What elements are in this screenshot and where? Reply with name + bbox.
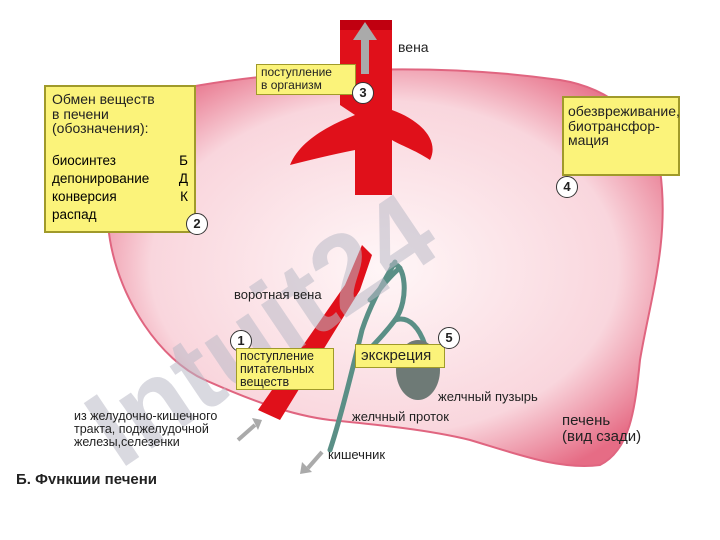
detox-label: обезвреживание, биотрансфор- мация: [568, 103, 680, 149]
legend-row-biosynthesis: биосинтез Б: [52, 153, 188, 168]
intestine-label: кишечник: [328, 447, 386, 462]
excretion-label: экскреция: [361, 347, 432, 364]
legend-row-conversion: конверсия К: [52, 189, 188, 204]
outflow-arrow: [353, 22, 377, 74]
legend-row-deposition: депонирование Д: [52, 171, 188, 186]
nutrients-label: поступление питательных веществ: [240, 349, 315, 390]
legend-name: распад: [52, 207, 97, 222]
liver-view-label: печень (вид сзади): [562, 412, 642, 445]
legend-name: депонирование: [52, 171, 150, 186]
intestine-arrow: [300, 450, 324, 474]
detox-box: обезвреживание, биотрансфор- мация: [562, 96, 680, 176]
metabolism-title: Обмен веществ в печени (обозначения):: [52, 91, 155, 137]
legend-row-breakdown: распад: [52, 207, 188, 222]
excretion-box: экскреция: [355, 344, 445, 368]
metabolism-legend-box: Обмен веществ в печени (обозначения): би…: [44, 85, 196, 233]
to-body-box: поступление в организм: [256, 64, 356, 95]
bile-duct-label: желчный проток: [352, 409, 449, 424]
legend-code: Д: [178, 171, 188, 186]
portal-vein-label: воротная вена: [234, 287, 322, 302]
marker-4: 4: [556, 176, 578, 198]
marker-5: 5: [438, 327, 460, 349]
to-body-label: поступление в организм: [261, 65, 332, 92]
marker-2: 2: [186, 213, 208, 235]
inflow-arrow: [236, 418, 262, 442]
legend-code: К: [180, 189, 188, 204]
figure-caption: Б. Функции печени: [16, 472, 158, 484]
nutrients-box: поступление питательных веществ: [236, 348, 334, 390]
legend-name: конверсия: [52, 189, 117, 204]
gallbladder-label: желчный пузырь: [438, 389, 538, 404]
legend-code: Б: [179, 153, 188, 168]
marker-3: 3: [352, 82, 374, 104]
from-gi-label: из желудочно-кишечного тракта, поджелудо…: [74, 409, 218, 450]
vein-label: вена: [398, 39, 429, 55]
caption-clip: Б. Функции печени: [16, 472, 276, 484]
legend-name: биосинтез: [52, 153, 116, 168]
